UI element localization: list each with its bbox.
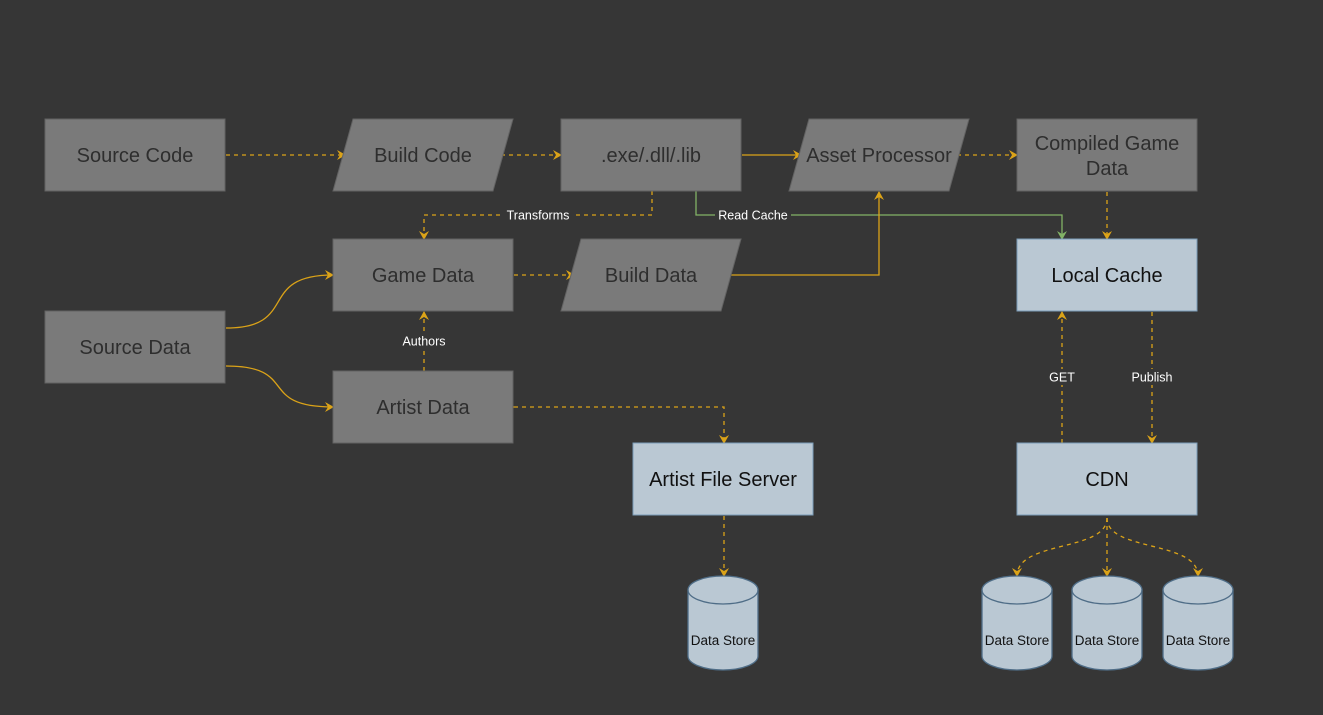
- node-build-data[interactable]: Build Data: [560, 238, 742, 312]
- node-build-data-label: Build Data: [605, 265, 698, 287]
- node-source-code[interactable]: Source Code: [44, 118, 226, 192]
- data-store-artist[interactable]: Data Store: [687, 575, 759, 671]
- node-artist-data-label: Artist Data: [376, 397, 470, 419]
- data-store-cdn-1[interactable]: Data Store: [981, 575, 1053, 671]
- node-binaries[interactable]: .exe/.dll/.lib: [560, 118, 742, 192]
- node-build-code[interactable]: Build Code: [332, 118, 514, 192]
- node-source-data-label: Source Data: [79, 337, 191, 359]
- node-local-cache-label: Local Cache: [1051, 265, 1162, 287]
- node-asset-processor[interactable]: Asset Processor: [788, 118, 970, 192]
- node-artist-file-server[interactable]: Artist File Server: [632, 442, 814, 516]
- node-local-cache[interactable]: Local Cache: [1016, 238, 1198, 312]
- node-artist-data[interactable]: Artist Data: [332, 370, 514, 444]
- data-store-cdn-2-label: Data Store: [1075, 633, 1140, 648]
- edge-cdn-to-data-store-1: [1012, 517, 1108, 577]
- label-publish: Publish: [1132, 371, 1173, 385]
- node-compiled-game-data-label-1: Compiled Game: [1035, 133, 1180, 155]
- data-store-cdn-3-label: Data Store: [1166, 633, 1231, 648]
- data-store-cdn-3[interactable]: Data Store: [1162, 575, 1234, 671]
- node-cdn[interactable]: CDN: [1016, 442, 1198, 516]
- node-source-data[interactable]: Source Data: [44, 310, 226, 384]
- label-authors: Authors: [402, 335, 445, 349]
- edge-artist-data-to-file-server: [506, 402, 729, 444]
- node-cdn-label: CDN: [1085, 469, 1128, 491]
- edge-source-data-to-artist-data: [225, 365, 334, 412]
- edge-cdn-to-data-store-3: [1106, 517, 1203, 577]
- data-store-cdn-1-label: Data Store: [985, 633, 1050, 648]
- label-transforms: Transforms: [507, 209, 570, 223]
- node-asset-processor-label: Asset Processor: [806, 145, 952, 167]
- node-artist-file-server-label: Artist File Server: [649, 469, 797, 491]
- node-compiled-game-data[interactable]: Compiled Game Data: [1016, 118, 1198, 192]
- node-build-code-label: Build Code: [374, 145, 472, 167]
- node-source-code-label: Source Code: [77, 145, 194, 167]
- node-binaries-label: .exe/.dll/.lib: [601, 145, 701, 167]
- node-compiled-game-data-label-2: Data: [1086, 158, 1129, 180]
- data-store-cdn-2[interactable]: Data Store: [1071, 575, 1143, 671]
- edge-source-data-to-game-data: [225, 270, 334, 329]
- node-game-data[interactable]: Game Data: [332, 238, 514, 312]
- node-game-data-label: Game Data: [372, 265, 475, 287]
- edge-build-data-to-asset-processor: [730, 191, 884, 276]
- label-get: GET: [1049, 371, 1075, 385]
- edge-labels: Transforms Read Cache Authors GET Publis…: [398, 207, 1178, 385]
- label-read-cache: Read Cache: [718, 209, 788, 223]
- data-store-artist-label: Data Store: [691, 633, 756, 648]
